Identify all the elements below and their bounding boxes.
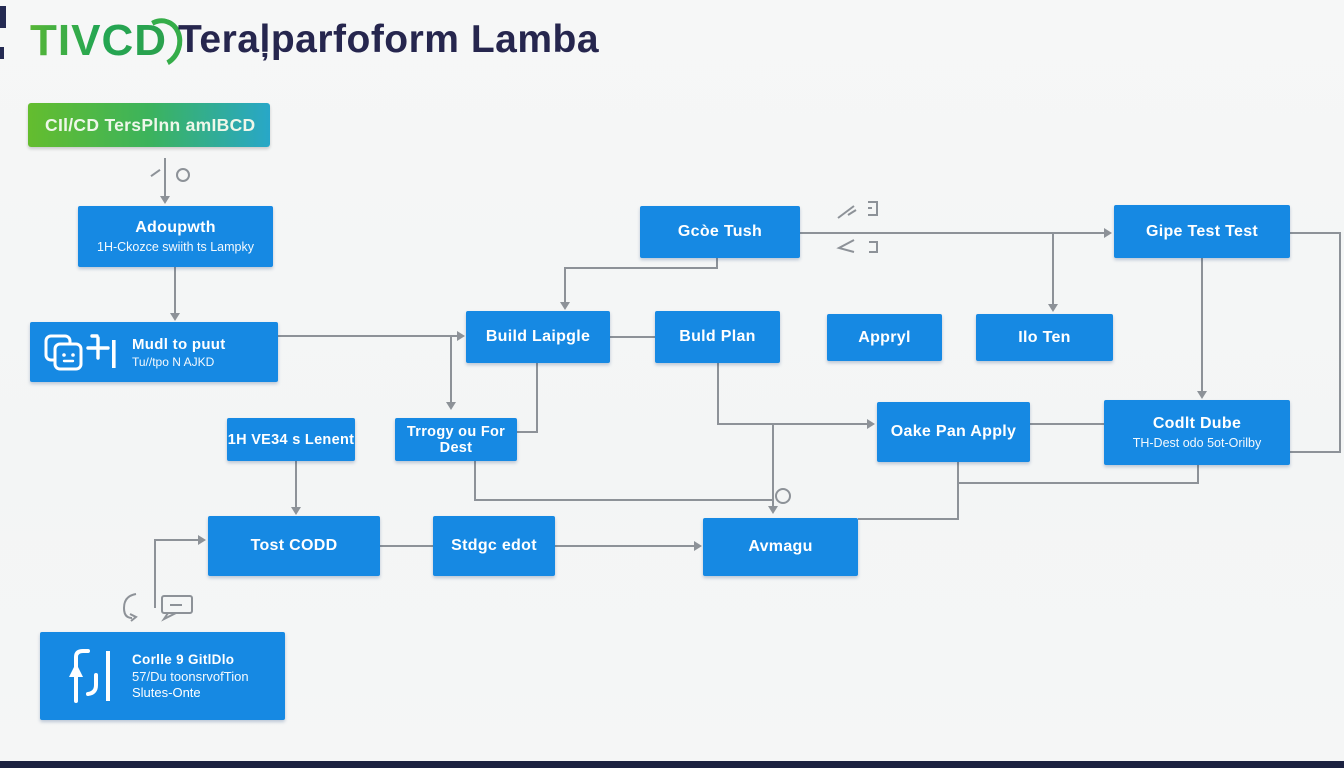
arrowhead-icon: [446, 402, 456, 410]
node-buld-plan: Buld Plan: [655, 311, 780, 363]
edge-oake-avmagu-h: [858, 518, 958, 520]
node-appryl: Appryl: [827, 314, 942, 361]
arrowhead-icon: [1197, 391, 1207, 399]
edge-buldplan-oake-h: [717, 423, 869, 425]
node-ilo-ten: Ilo Ten: [976, 314, 1113, 361]
j-curve-icon: [86, 673, 98, 696]
speech-bubble-icon: [161, 595, 193, 622]
edge-artifact-mark: [0, 47, 4, 59]
arrowhead-icon: [170, 313, 180, 321]
arrowhead-icon: [291, 507, 301, 515]
edge-branch-iloten: [1052, 233, 1054, 306]
edge-stdgc-avmagu: [555, 545, 696, 547]
page-title: Teraļparfoform Lamba: [178, 18, 600, 61]
edge-buldplan-oake-v: [717, 363, 719, 425]
node-adoupwth: Adoupwth 1H-Ckozce swiith ts Lampky: [78, 206, 273, 267]
node-hve34: 1H VE34 s Lenent: [227, 418, 355, 461]
arrowhead-icon: [160, 196, 170, 204]
angle-bracket-glyphs: [836, 239, 878, 253]
arrowhead-icon: [1104, 228, 1112, 238]
plus-icon: [86, 334, 110, 360]
edge-feedback-v: [154, 539, 156, 608]
node-corlle: Corlle 9 GitlDlo 57/Du toonsrvofTion Slu…: [40, 632, 285, 720]
footer-bar: [0, 761, 1344, 768]
edge-gcoe-build-h: [564, 267, 718, 269]
node-gcoe-tush: Gcòe Tush: [640, 206, 800, 258]
edge-build-trrogy-h: [517, 431, 538, 433]
node-avmagu: Avmagu: [703, 518, 858, 576]
node-trrogy: Trrogy ou For Dest: [395, 418, 517, 461]
node-stdgc-edot: Stdgc edot: [433, 516, 555, 576]
arrowhead-icon: [694, 541, 702, 551]
edge-hve34-tost: [295, 461, 297, 509]
arrowhead-icon: [457, 331, 465, 341]
edge-mudl-build: [278, 335, 459, 337]
edge-codlt-loop-v: [1197, 465, 1199, 484]
arrowhead-icon: [198, 535, 206, 545]
arrowhead-icon: [768, 506, 778, 514]
branch-arrow-icon: [69, 649, 110, 703]
edge-gcoe-gipe: [800, 232, 1106, 234]
pipeline-banner: CIl/CD TersPlnn amIBCD: [28, 103, 270, 147]
edge-build-trrogy-v: [536, 363, 538, 433]
edge-branch-avmagu: [772, 424, 774, 508]
arrowhead-icon: [560, 302, 570, 310]
node-tost-cod: Tost CODD: [208, 516, 380, 576]
node-build-laipgle: Build Laipgle: [466, 311, 610, 363]
edge-tost-stdgc: [380, 545, 433, 547]
node-codlt-dube: Codlt Dube TH-Dest odo 5ot-Orilby: [1104, 400, 1290, 465]
hook-arrow-icon: [122, 593, 138, 622]
edge-oake-codlt: [1030, 423, 1104, 425]
node-mudl: Mudl to puut Tu//tpo N AJKD: [30, 322, 278, 382]
arrowhead-icon: [867, 419, 875, 429]
edge-gipe-loop-h1: [1290, 232, 1340, 234]
circle-decoration: [176, 168, 190, 182]
edge-branch-trrogy: [450, 336, 452, 404]
node-oake-pan: Oake Pan Apply: [877, 402, 1030, 462]
edge-trrogy-avmagu-v: [474, 461, 476, 501]
node-gipe-test: Gipe Test Test: [1114, 205, 1290, 258]
edge-feedback-h: [154, 539, 200, 541]
tick-decoration: [150, 169, 161, 177]
edge-build-buldplan: [610, 336, 655, 338]
edge-artifact-mark: [0, 6, 6, 28]
edge-gipe-loop-v: [1339, 232, 1341, 453]
edge-adoupwth-mudl: [174, 267, 176, 315]
logo: TIVCD: [30, 16, 167, 65]
angle-bracket-glyphs: [837, 201, 878, 219]
edge-gipe-loop-h2: [1290, 451, 1340, 453]
circle-decoration: [775, 488, 791, 504]
edge-banner-adoupwth: [164, 158, 166, 198]
edge-gcoe-build-v1: [716, 258, 718, 269]
divider-bar: [112, 340, 116, 368]
edge-gcoe-build-v2: [564, 267, 566, 304]
divider-bar: [106, 651, 110, 701]
copy-squares-icon: [44, 334, 116, 371]
arrowhead-icon: [1048, 304, 1058, 312]
edge-codlt-loop-h: [957, 482, 1198, 484]
edge-oake-avmagu-v: [957, 462, 959, 520]
edge-gipe-codlt: [1201, 258, 1203, 393]
edge-trrogy-avmagu-h: [474, 499, 774, 501]
